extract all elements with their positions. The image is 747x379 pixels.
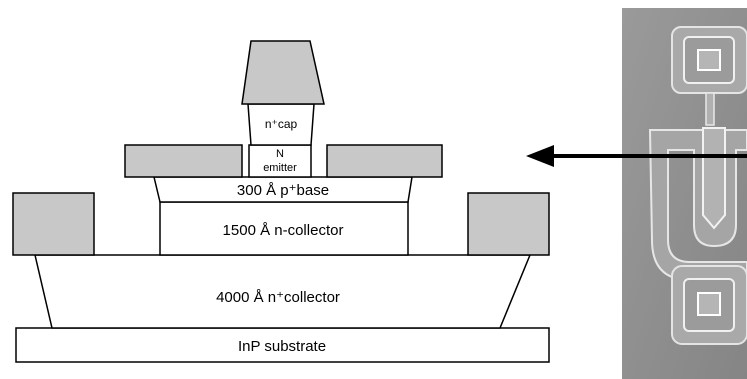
label-substrate: InP substrate (238, 338, 326, 355)
arrow-head (526, 145, 554, 167)
collector-contact-right (467, 192, 550, 256)
base-contact-left (124, 144, 243, 178)
label-subcollector: 4000 Å n⁺collector (216, 289, 340, 306)
label-emitter-line2: emitter (263, 162, 297, 174)
pointer-arrow (526, 145, 747, 167)
substrate-layer (15, 327, 550, 363)
sem-micrograph (622, 8, 747, 379)
label-cap: n⁺cap (265, 117, 298, 131)
label-emitter-line1: N (276, 148, 284, 160)
cross-section (12, 40, 550, 363)
sem-top-pad-core (697, 49, 721, 71)
layer-labels: InP substrate 4000 Å n⁺collector 1500 Å … (216, 117, 343, 355)
base-layer (153, 176, 413, 203)
label-collector: 1500 Å n-collector (223, 222, 344, 239)
sem-bottom-pad-core (697, 292, 721, 316)
emitter-contact (241, 40, 325, 105)
sem-feed-line (705, 92, 715, 126)
label-base: 300 Å p⁺base (237, 182, 329, 199)
base-contact-right (326, 144, 443, 178)
emitter-layer (248, 144, 312, 178)
sem-emitter-finger (702, 127, 726, 230)
collector-contact-left (12, 192, 95, 256)
